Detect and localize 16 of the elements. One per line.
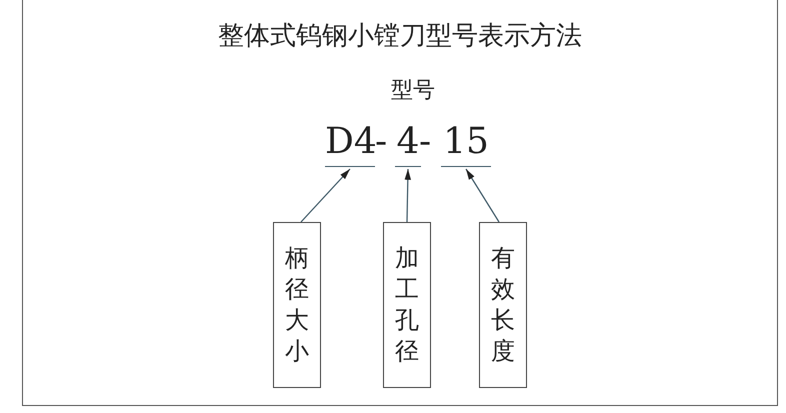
label-box: [479, 222, 527, 388]
hyphen: -: [419, 124, 432, 160]
code-segment: 15: [441, 124, 491, 167]
box-text: 加工孔径: [395, 242, 419, 368]
box-text: 有效长度: [491, 242, 515, 368]
arrow: [466, 168, 500, 222]
box-text: 柄径大小: [285, 242, 309, 368]
code-segment: 4: [395, 124, 421, 167]
label-box: [383, 222, 431, 388]
title: 整体式钨钢小镗刀型号表示方法: [217, 20, 583, 53]
arrow: [404, 168, 412, 222]
hyphen: -: [375, 124, 388, 160]
label-box: [273, 222, 321, 388]
arrow: [300, 168, 350, 222]
code-segment: D4: [325, 124, 375, 167]
model-label: 型号: [391, 80, 435, 102]
